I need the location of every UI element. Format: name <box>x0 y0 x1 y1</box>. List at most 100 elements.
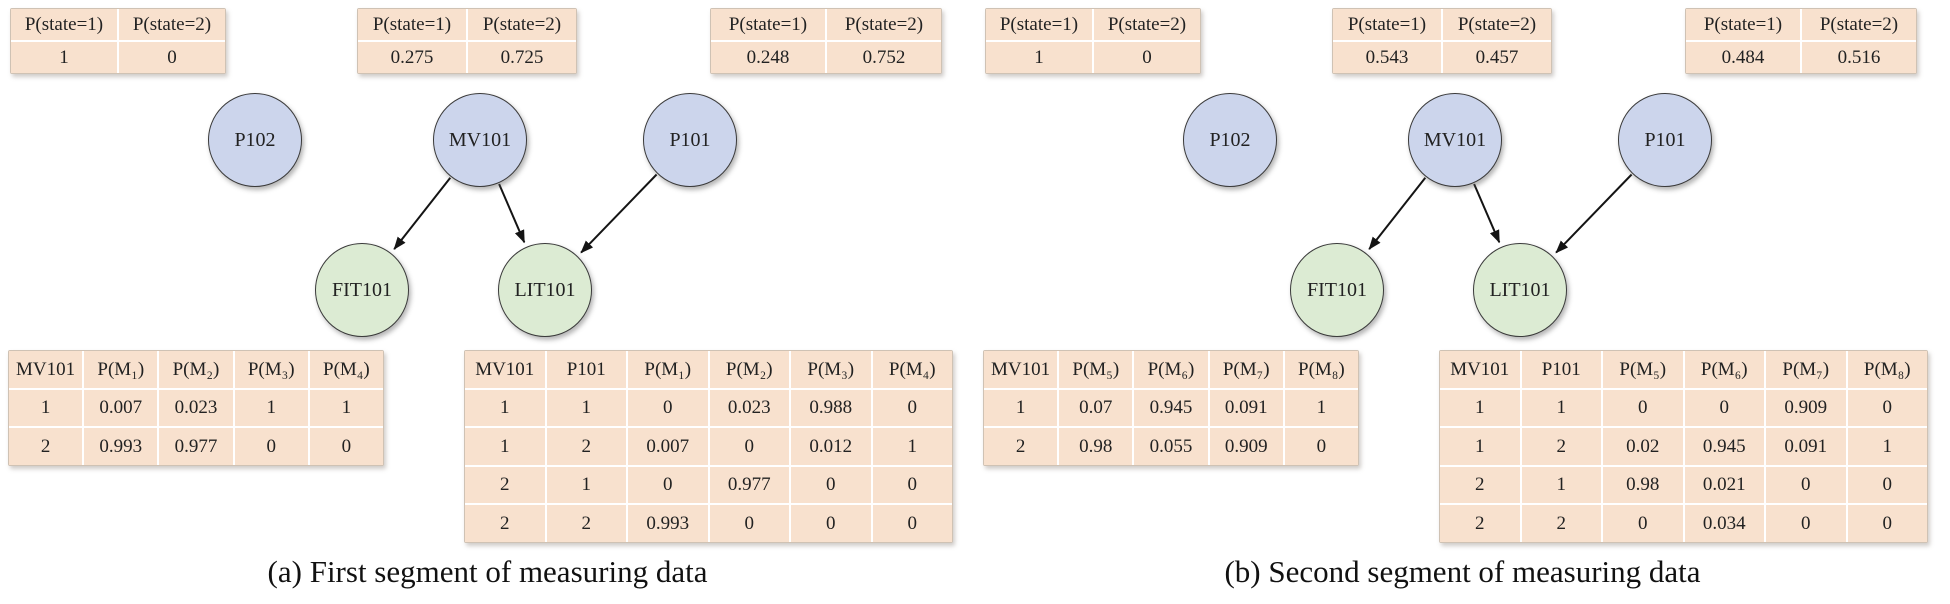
value-cell: 0 <box>709 505 789 542</box>
value-cell: 1 <box>465 428 545 465</box>
column-header: P(state=2) <box>827 9 941 40</box>
value-cell: 0.909 <box>1209 428 1283 465</box>
value-cell: 0 <box>1684 389 1764 426</box>
column-header: P(M₄) <box>872 351 952 388</box>
value-cell: 0 <box>628 389 708 426</box>
value-cell: 0.945 <box>1684 428 1764 465</box>
column-header: P(M₅) <box>1603 351 1683 388</box>
graph-node-mv101: MV101 <box>1408 93 1502 187</box>
value-cell: 0.993 <box>628 505 708 542</box>
column-header: P(M₇) <box>1766 351 1846 388</box>
column-header: P(M₃) <box>791 351 871 388</box>
edge-p101-to-lit101 <box>580 173 658 254</box>
value-cell: 0.977 <box>709 466 789 503</box>
value-cell: 0.457 <box>1443 42 1551 73</box>
value-cell: 0 <box>1603 389 1683 426</box>
value-cell: 0 <box>872 389 952 426</box>
node-label: MV101 <box>1423 128 1487 151</box>
column-header: P(state=2) <box>468 9 576 40</box>
value-cell: 0.945 <box>1134 389 1208 426</box>
value-cell: 0.909 <box>1766 389 1846 426</box>
edge-mv101-to-lit101 <box>498 183 526 244</box>
column-header: P(state=2) <box>1443 9 1551 40</box>
value-cell: 0 <box>119 42 225 73</box>
value-cell: 1 <box>1521 466 1601 503</box>
value-cell: 0.543 <box>1333 42 1441 73</box>
panel-first-segment: (a) First segment of measuring data P(st… <box>8 8 953 589</box>
value-cell: 1 <box>11 42 117 73</box>
value-cell: 0 <box>872 466 952 503</box>
value-cell: 1 <box>546 389 626 426</box>
value-cell: 0.091 <box>1209 389 1283 426</box>
column-header: P(M₂) <box>709 351 789 388</box>
value-cell: 2 <box>1521 428 1601 465</box>
value-cell: 2 <box>1521 505 1601 542</box>
value-cell: 0.02 <box>1603 428 1683 465</box>
value-cell: 0 <box>1284 428 1358 465</box>
value-cell: 0.752 <box>827 42 941 73</box>
column-header: P(M₂) <box>159 351 233 388</box>
value-cell: 0 <box>1766 505 1846 542</box>
column-header: P(state=1) <box>986 9 1092 40</box>
node-label: LIT101 <box>514 278 576 301</box>
caption-second-segment: (b) Second segment of measuring data <box>1224 554 1701 589</box>
column-header: P(M₁) <box>84 351 158 388</box>
value-cell: 1 <box>234 389 308 426</box>
node-label: P102 <box>234 128 276 151</box>
graph-node-p101: P101 <box>643 93 737 187</box>
value-cell: 0.023 <box>709 389 789 426</box>
value-cell: 0 <box>872 505 952 542</box>
value-cell: 0 <box>1094 42 1200 73</box>
value-cell: 1 <box>984 389 1058 426</box>
graph-node-lit101: LIT101 <box>1473 243 1567 337</box>
column-header: MV101 <box>984 351 1058 388</box>
edge-mv101-to-lit101 <box>1473 183 1501 244</box>
value-cell: 0 <box>628 466 708 503</box>
graph-node-p102: P102 <box>208 93 302 187</box>
value-cell: 0.007 <box>84 389 158 426</box>
value-cell: 0.007 <box>628 428 708 465</box>
value-cell: 0.98 <box>1059 428 1133 465</box>
value-cell: 0.034 <box>1684 505 1764 542</box>
column-header: P(M₇) <box>1209 351 1283 388</box>
value-cell: 0.98 <box>1603 466 1683 503</box>
value-cell: 1 <box>465 389 545 426</box>
value-cell: 1 <box>986 42 1092 73</box>
value-cell: 0.055 <box>1134 428 1208 465</box>
value-cell: 2 <box>465 466 545 503</box>
column-header: P101 <box>546 351 626 388</box>
column-header: P(M₅) <box>1059 351 1133 388</box>
edge-mv101-to-fit101 <box>1368 177 1427 250</box>
value-cell: 0.988 <box>791 389 871 426</box>
value-cell: 1 <box>1440 389 1520 426</box>
column-header: P(state=1) <box>11 9 117 40</box>
value-cell: 0.248 <box>711 42 825 73</box>
value-cell: 1 <box>1847 428 1927 465</box>
column-header: P101 <box>1521 351 1601 388</box>
value-cell: 1 <box>1440 428 1520 465</box>
value-cell: 2 <box>546 505 626 542</box>
value-cell: 0.516 <box>1802 42 1916 73</box>
value-cell: 1 <box>872 428 952 465</box>
column-header: P(state=1) <box>711 9 825 40</box>
value-cell: 0 <box>309 428 383 465</box>
column-header: P(state=2) <box>119 9 225 40</box>
value-cell: 2 <box>1440 466 1520 503</box>
value-cell: 0.021 <box>1684 466 1764 503</box>
graph-node-p102: P102 <box>1183 93 1277 187</box>
value-cell: 0.977 <box>159 428 233 465</box>
value-cell: 0 <box>1847 505 1927 542</box>
value-cell: 2 <box>1440 505 1520 542</box>
panel-second-segment: (b) Second segment of measuring data P(s… <box>975 0 1950 604</box>
value-cell: 0 <box>234 428 308 465</box>
node-label: MV101 <box>448 128 512 151</box>
value-cell: 0 <box>791 505 871 542</box>
column-header: P(M₄) <box>309 351 383 388</box>
node-label: FIT101 <box>1307 278 1367 301</box>
node-label: FIT101 <box>332 278 392 301</box>
column-header: P(M₈) <box>1284 351 1358 388</box>
